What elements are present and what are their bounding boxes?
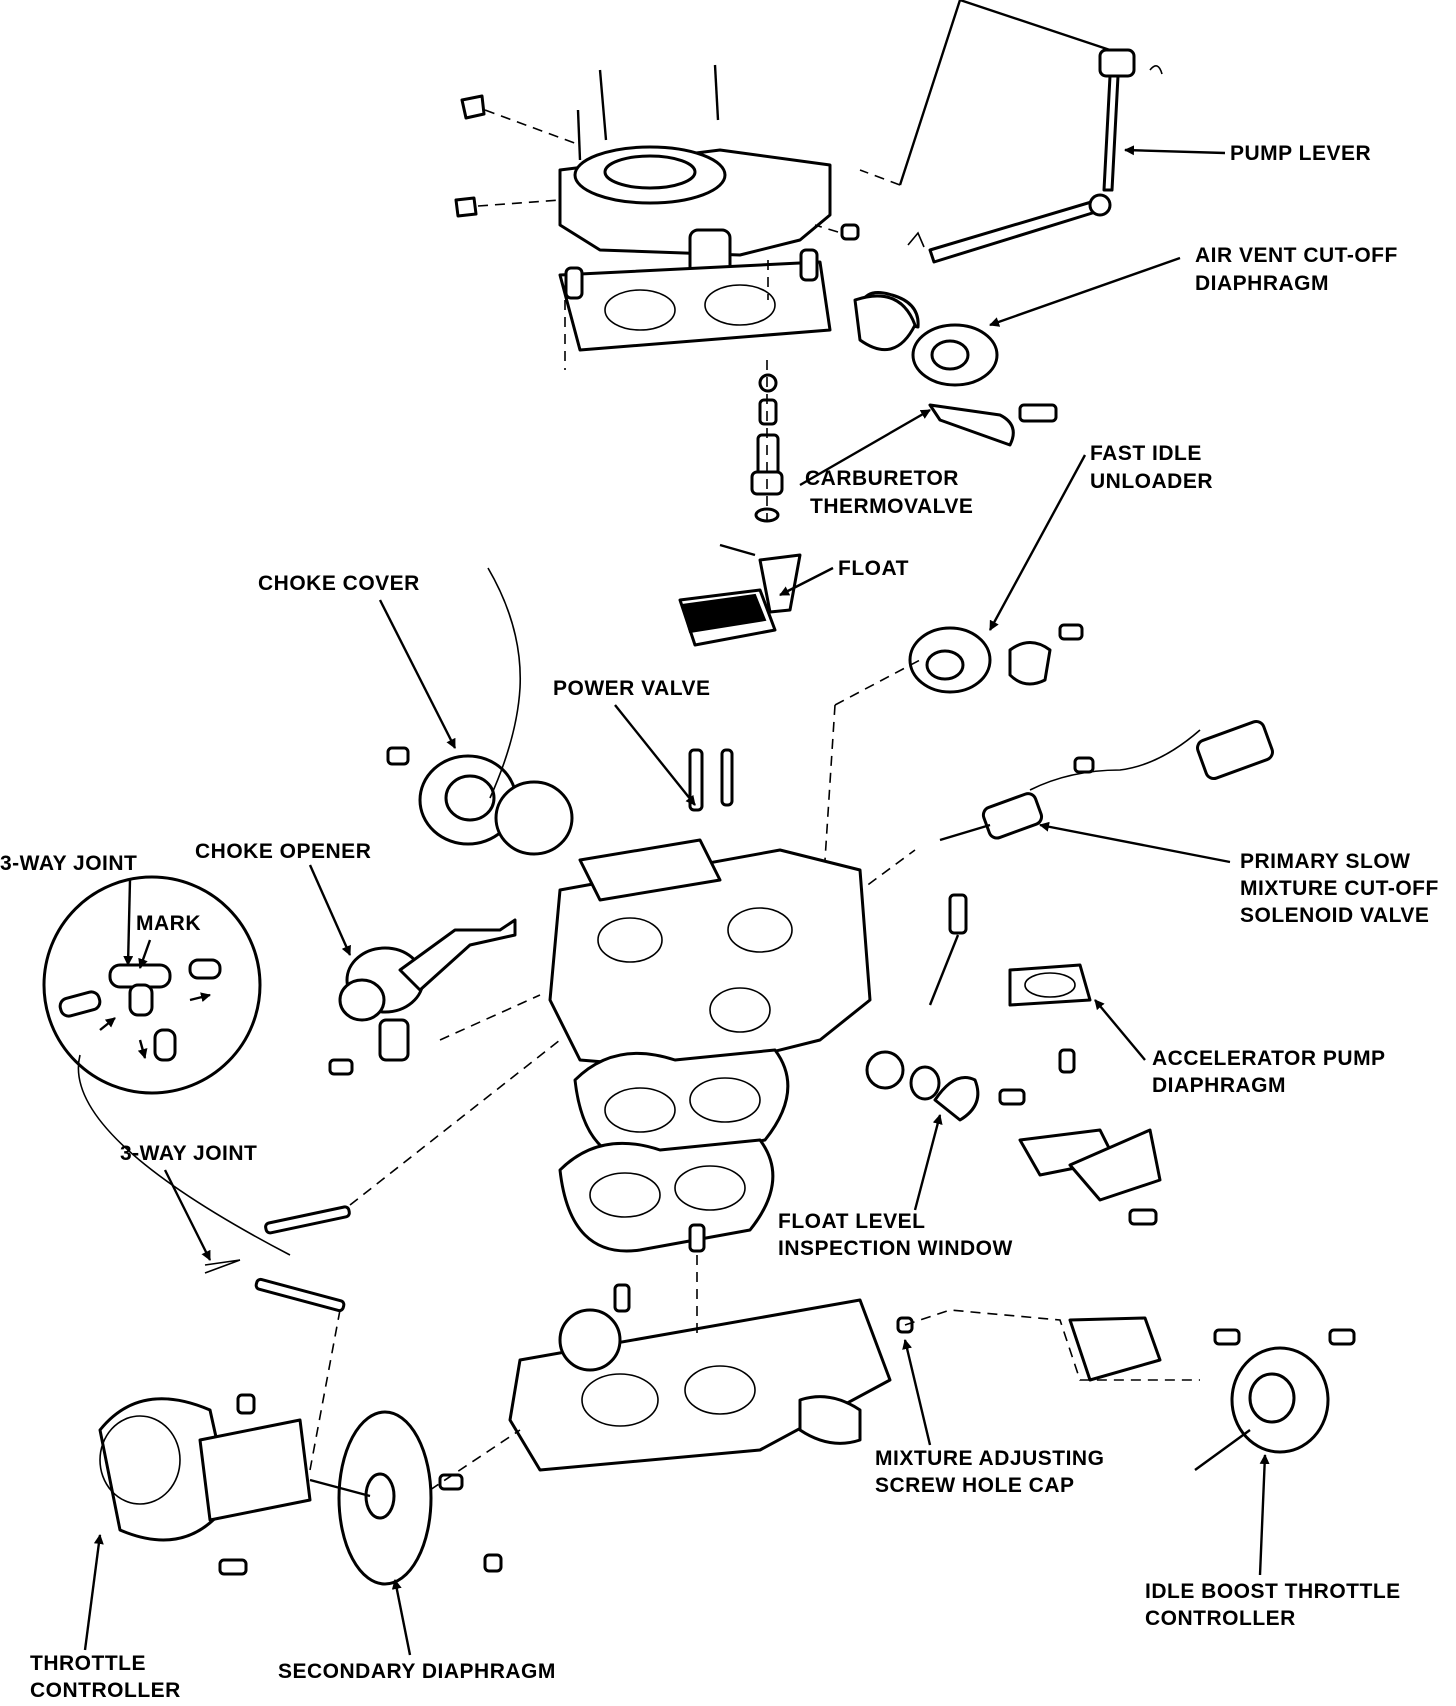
label-three-way-joint-mid: 3-WAY JOINT (120, 1142, 257, 1165)
label-secondary-diaphragm: SECONDARY DIAPHRAGM (278, 1660, 556, 1683)
labels-layer: PUMP LEVER AIR VENT CUT-OFF DIAPHRAGM CA… (0, 142, 1439, 1702)
label-throttle-ctrl-line2: CONTROLLER (30, 1679, 181, 1702)
needle-valve-parts (750, 360, 784, 523)
label-throttle-ctrl-line1: THROTTLE (30, 1652, 146, 1675)
air-horn-assembly (454, 64, 860, 370)
secondary-diaphragm-part (309, 1410, 503, 1586)
base-gaskets (558, 1048, 790, 1253)
label-mark: MARK (136, 912, 201, 935)
label-mixture-cap-line2: SCREW HOLE CAP (875, 1474, 1075, 1497)
idle-boost-controller-part (1068, 1316, 1356, 1471)
throttle-controller-part (98, 1393, 312, 1576)
float-level-window-part (865, 1050, 1026, 1122)
label-air-vent-line2: DIAPHRAGM (1195, 272, 1329, 295)
label-float-level-line2: INSPECTION WINDOW (778, 1237, 1013, 1260)
label-mixture-cap-line1: MIXTURE ADJUSTING (875, 1447, 1104, 1470)
label-choke-opener: CHOKE OPENER (195, 840, 371, 863)
carburetor-main-body (548, 748, 968, 1072)
label-air-vent-line1: AIR VENT CUT-OFF (1195, 244, 1398, 267)
label-idle-boost-line2: CONTROLLER (1145, 1607, 1296, 1630)
leader-arrows (83, 145, 1270, 1656)
label-carb-thermo-line2: THERMOVALVE (810, 495, 973, 518)
pump-lever-part (859, 0, 1163, 264)
label-fast-idle-line1: FAST IDLE (1090, 442, 1202, 465)
label-pump-lever: PUMP LEVER (1230, 142, 1371, 165)
label-primary-slow-line2: MIXTURE CUT-OFF (1240, 877, 1439, 900)
label-power-valve: POWER VALVE (553, 677, 711, 700)
vacuum-hoses (204, 1039, 561, 1491)
label-choke-cover: CHOKE COVER (258, 572, 420, 595)
label-primary-slow-line1: PRIMARY SLOW (1240, 850, 1411, 873)
throttle-body (508, 1255, 1200, 1472)
label-accel-pump-line1: ACCELERATOR PUMP (1152, 1047, 1386, 1070)
label-accel-pump-line2: DIAPHRAGM (1152, 1074, 1286, 1097)
choke-opener-part (328, 918, 541, 1076)
label-idle-boost-line1: IDLE BOOST THROTTLE (1145, 1580, 1401, 1603)
label-float-level-line1: FLOAT LEVEL (778, 1210, 925, 1233)
choke-cover-part (386, 567, 574, 856)
label-float: FLOAT (838, 557, 909, 580)
label-primary-slow-line3: SOLENOID VALVE (1240, 904, 1429, 927)
accelerator-pump-part (1008, 963, 1162, 1226)
label-three-way-joint-top: 3-WAY JOINT (0, 852, 137, 875)
primary-slow-solenoid-part (799, 719, 1274, 936)
air-vent-cutoff-diaphragm-part (853, 291, 1058, 447)
label-fast-idle-line2: UNLOADER (1090, 470, 1213, 493)
label-carb-thermo-line1: CARBURETOR (805, 467, 959, 490)
fast-idle-unloader-part (824, 623, 1084, 861)
float-part (678, 543, 802, 647)
